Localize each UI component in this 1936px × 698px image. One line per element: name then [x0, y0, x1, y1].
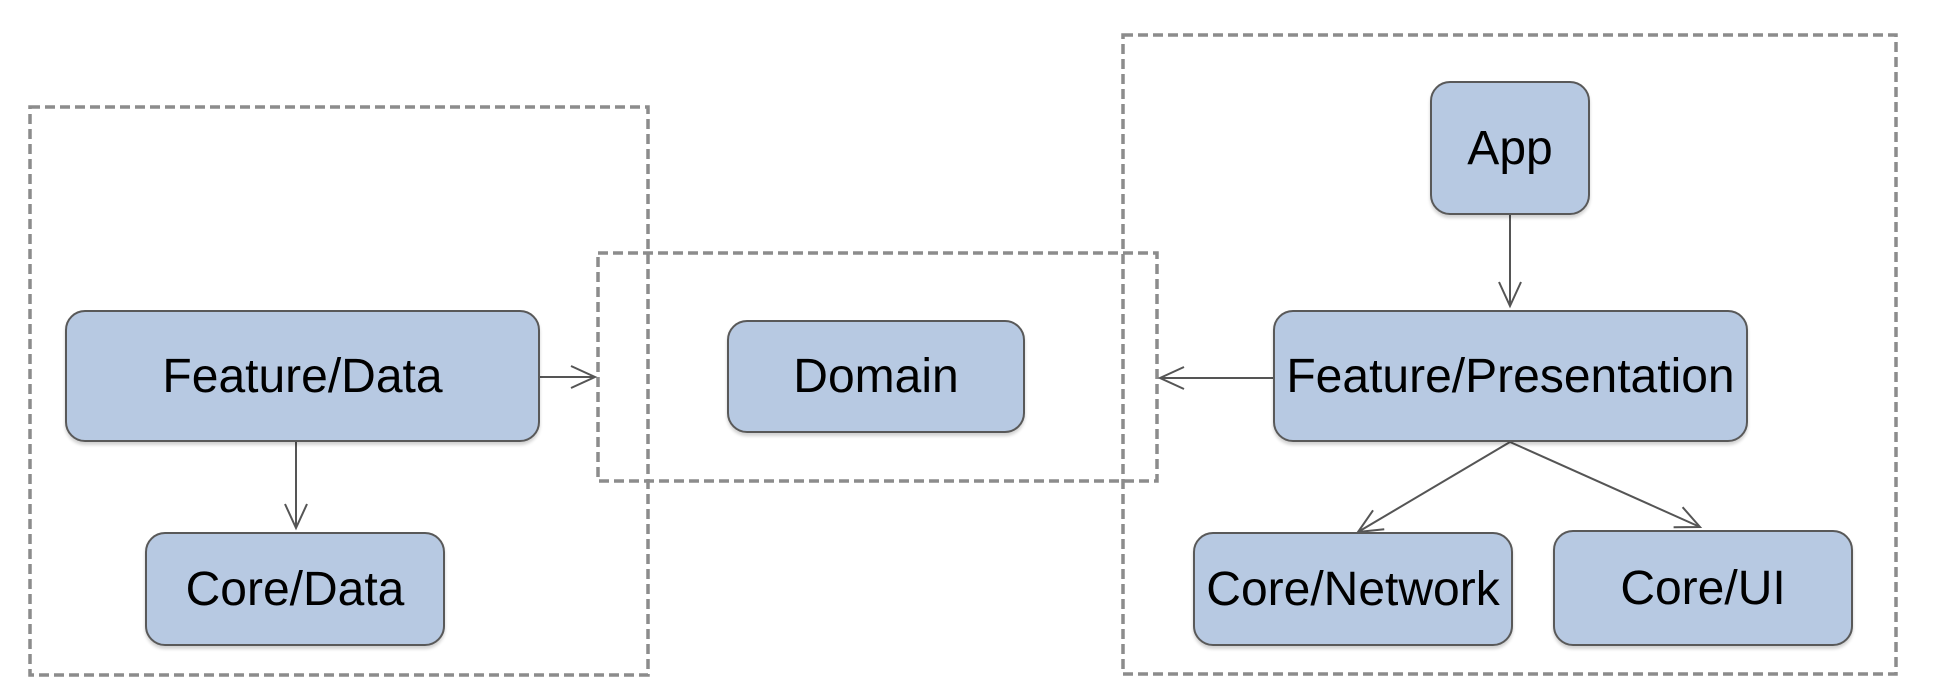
node-domain: Domain [727, 320, 1025, 433]
node-feature-presentation-label: Feature/Presentation [1286, 349, 1735, 403]
edge-feature-presentation-to-core-network [1355, 441, 1511, 534]
node-domain-label: Domain [793, 350, 959, 403]
node-feature-data-label: Feature/Data [162, 349, 443, 403]
node-core-network: Core/Network [1193, 532, 1513, 646]
domain-layer-boundary [596, 251, 1159, 483]
edge-feature-presentation-to-core-ui [1509, 441, 1703, 529]
node-core-network-label: Core/Network [1206, 562, 1500, 616]
node-core-data-label: Core/Data [185, 562, 405, 616]
node-app: App [1430, 81, 1590, 215]
node-core-ui-label: Core/UI [1620, 561, 1786, 615]
node-feature-data: Feature/Data [65, 310, 540, 442]
node-app-label: App [1467, 121, 1553, 175]
node-core-data: Core/Data [145, 532, 445, 646]
node-feature-presentation: Feature/Presentation [1273, 310, 1748, 442]
data-layer-boundary [28, 105, 650, 677]
node-core-ui: Core/UI [1553, 530, 1853, 646]
